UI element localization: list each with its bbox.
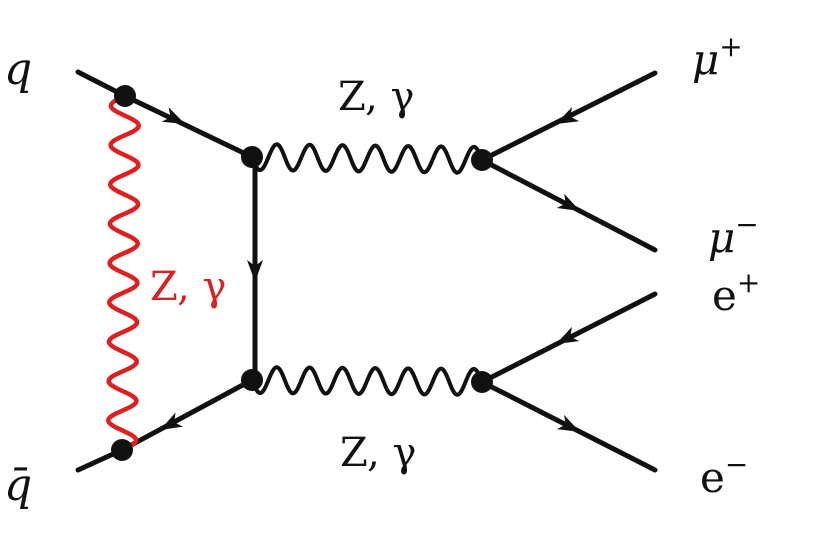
arrow-e-minus: [556, 414, 580, 432]
arrow-t-channel: [247, 260, 263, 282]
quark-to-vertex-line: [122, 93, 255, 160]
vertex-antiquark-loop: [111, 439, 133, 461]
boson-loop-wavy-line: [105, 93, 142, 453]
label-boson-loop: Z, γ: [150, 264, 226, 310]
label-mu-minus: μ−: [708, 208, 759, 262]
vertex-quark-loop: [114, 85, 136, 107]
label-e-minus: e−: [700, 448, 748, 502]
label-antiquark: q̄: [4, 460, 32, 511]
vertex-electron-decay: [471, 371, 493, 393]
arrow-mu-plus: [556, 106, 580, 124]
arrow-antiquark: [160, 412, 184, 430]
label-boson-bottom: Z, γ: [340, 430, 416, 476]
arrow-mu-minus: [556, 193, 580, 211]
vertex-muon-decay: [471, 149, 493, 171]
vertex-lower-quark: [241, 369, 263, 391]
antiquark-to-vertex-line: [119, 377, 255, 453]
boson-bottom-wavy-line: [250, 365, 484, 397]
label-quark: q: [4, 44, 32, 95]
label-e-plus: e+: [712, 266, 760, 320]
arrow-e-plus: [556, 326, 580, 344]
label-boson-top: Z, γ: [338, 74, 414, 120]
arrow-quark: [161, 107, 185, 124]
boson-top-wavy-line: [250, 142, 484, 175]
vertex-upper-quark: [241, 146, 263, 168]
label-mu-plus: μ+: [692, 30, 743, 84]
